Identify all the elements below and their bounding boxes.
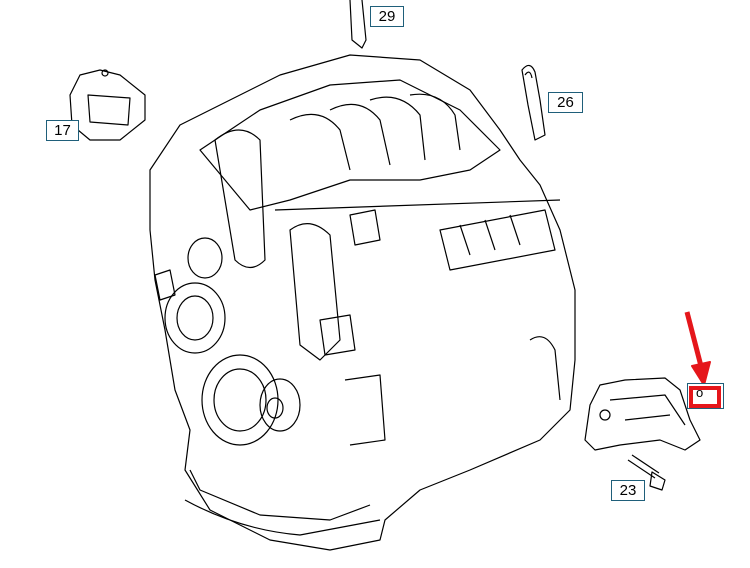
engine-mount-bracket [584,377,701,451]
part-26-dipstick-handle [521,64,546,141]
highlight-box: o [689,385,721,408]
red-arrow-icon [684,311,711,386]
callout-26[interactable]: 26 [548,92,583,113]
callout-17[interactable]: 17 [46,120,79,141]
part-23-bolt [627,454,666,491]
pulleys [154,237,301,446]
engine-block [149,54,576,551]
part-29-dipstick-tube [349,0,367,49]
callout-29[interactable]: 29 [370,6,404,27]
highlight-glyph: o [696,385,704,400]
part-17-cover [69,69,146,141]
callout-23[interactable]: 23 [611,480,645,501]
